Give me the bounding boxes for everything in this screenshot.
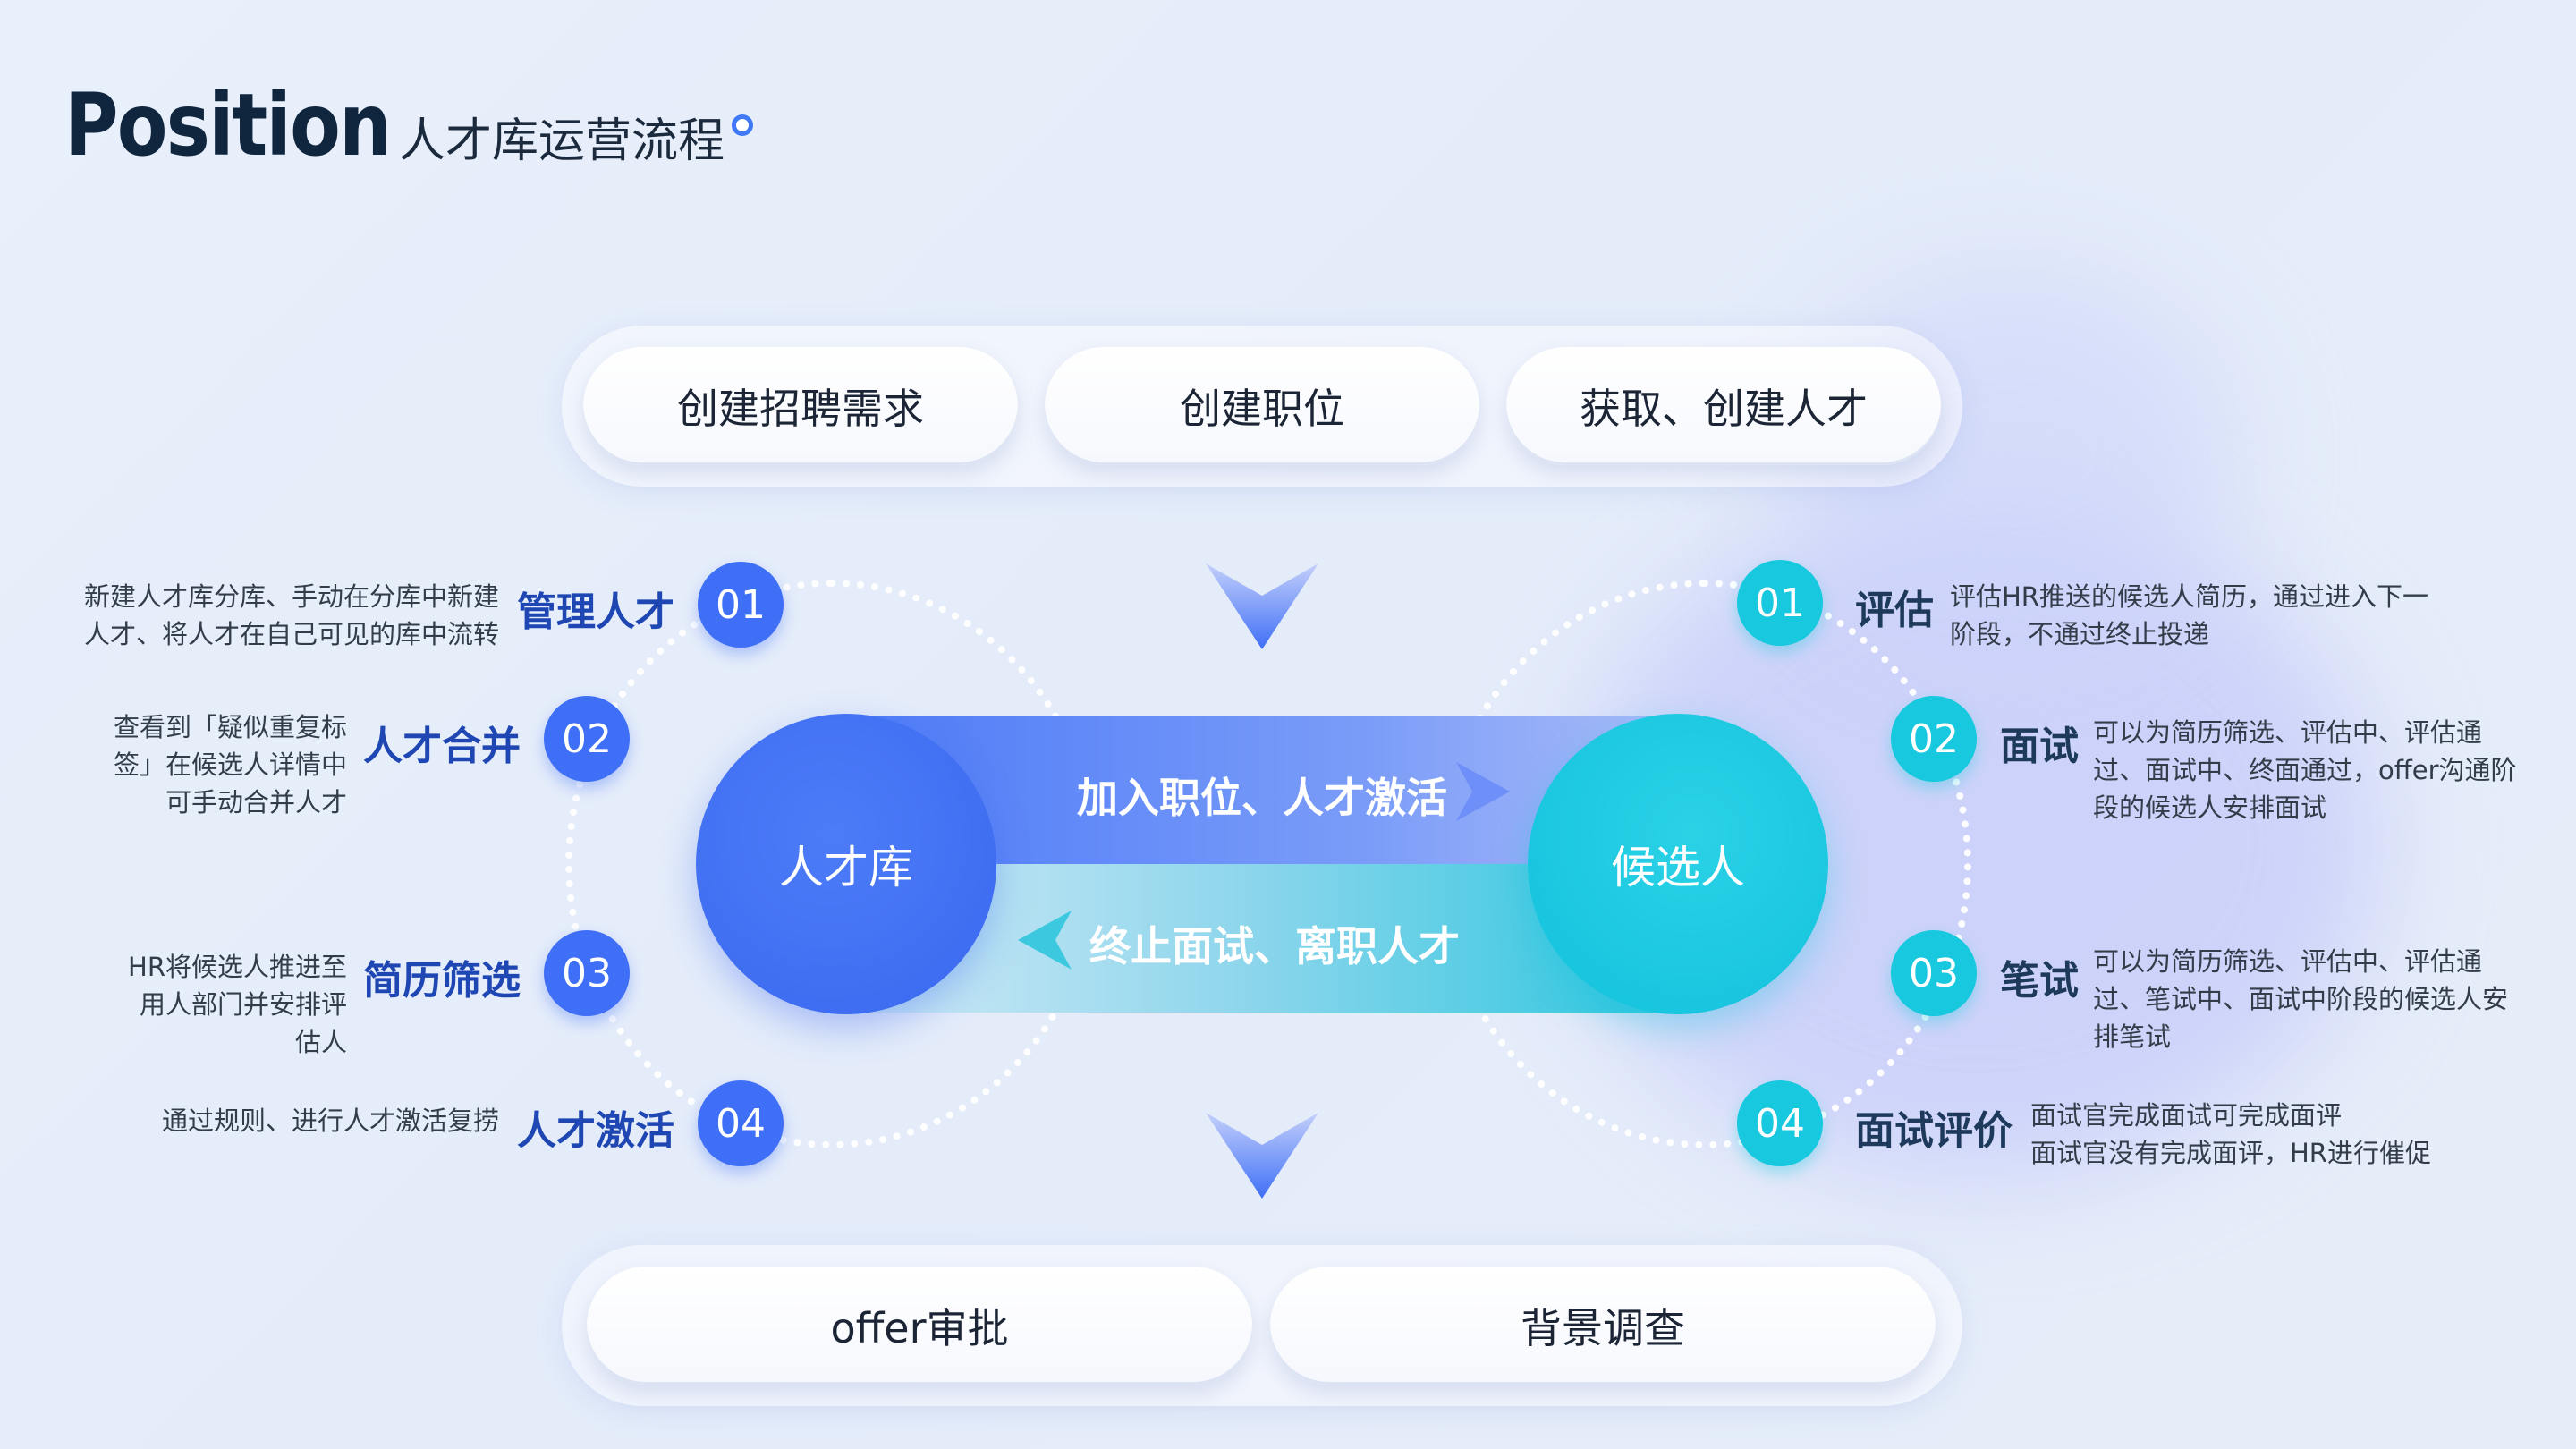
- left-step-label: 管理人才: [517, 589, 674, 635]
- left-step-number: 01: [698, 562, 784, 648]
- right-step-label: 面试: [2000, 724, 2079, 769]
- step-create-requirement: 创建招聘需求: [583, 347, 1018, 465]
- chevron-down-icon: [1206, 564, 1318, 649]
- left-step-desc: 新建人才库分库、手动在分库中新建 人才、将人才在自己可见的库中流转: [83, 581, 499, 649]
- right-step-number: 02: [1891, 696, 1977, 782]
- right-step-number: 01: [1737, 560, 1823, 646]
- forward-flow-label: 加入职位、人才激活: [1077, 774, 1447, 822]
- left-step-label: 人才合并: [363, 724, 521, 769]
- left-step-number: 03: [544, 930, 630, 1016]
- left-step-label: 简历筛选: [363, 958, 521, 1004]
- arrow-left-icon: [1018, 911, 1072, 970]
- step-offer-approval: offer审批: [587, 1267, 1252, 1385]
- left-step-number: 02: [544, 696, 630, 782]
- chevron-down-icon: [1206, 1113, 1318, 1199]
- left-step-desc: HR将候选人推进至 用人部门并安排评 估人: [128, 952, 347, 1057]
- left-step-desc: 通过规则、进行人才激活复捞: [161, 1106, 499, 1136]
- right-step-desc: 可以为简历筛选、评估中、评估通 过、笔试中、面试中阶段的候选人安 排笔试: [2093, 946, 2509, 1052]
- title-dot-icon: [732, 114, 753, 136]
- step-create-talent: 获取、创建人才: [1506, 347, 1941, 465]
- arrow-right-icon: [1456, 762, 1510, 821]
- right-step-label: 面试评价: [1855, 1108, 2012, 1154]
- candidate-node: 候选人: [1528, 714, 1828, 1014]
- backward-flow-label: 终止面试、离职人才: [1089, 922, 1460, 970]
- right-step-label: 评估: [1855, 588, 1934, 633]
- right-step-number: 03: [1891, 930, 1977, 1016]
- right-step-desc: 面试官完成面试可完成面评 面试官没有完成面评，HR进行催促: [2030, 1100, 2431, 1168]
- right-step-desc: 评估HR推送的候选人简历，通过进入下一 阶段，不通过终止投递: [1950, 581, 2428, 649]
- left-step-label: 人才激活: [517, 1108, 674, 1154]
- step-create-position: 创建职位: [1045, 347, 1479, 465]
- talent-pool-node: 人才库: [696, 714, 996, 1014]
- page-title-cn: 人才库运营流程: [399, 114, 725, 168]
- right-step-number: 04: [1737, 1080, 1823, 1166]
- left-step-desc: 查看到「疑似重复标 签」在候选人详情中 可手动合并人才: [113, 712, 347, 818]
- step-background-check: 背景调查: [1270, 1267, 1936, 1385]
- page-title-en: Position: [64, 75, 392, 175]
- left-step-number: 04: [698, 1080, 784, 1166]
- right-step-desc: 可以为简历筛选、评估中、评估通 过、面试中、终面通过，offer沟通阶 段的候选…: [2093, 717, 2517, 823]
- right-step-label: 笔试: [2000, 958, 2079, 1004]
